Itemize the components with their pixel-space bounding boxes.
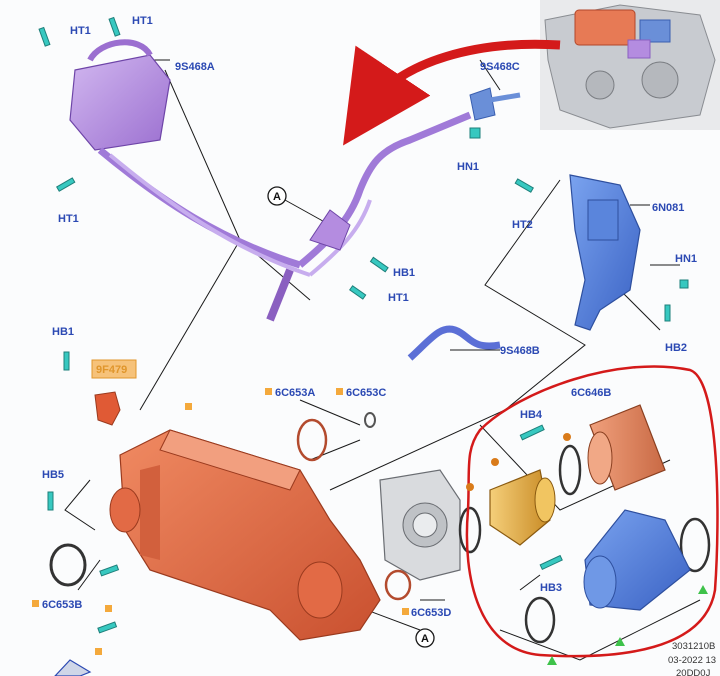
label-hb1-b: HB1 [52,326,74,338]
bracket-6n081 [569,174,641,331]
copper-sleeve-6c646b [587,404,666,491]
o-ring-left [458,506,482,554]
label-6c653c: 6C653C [346,387,386,399]
label-ht1-d: HT1 [388,292,409,304]
label-hb1-a: HB1 [393,267,415,279]
label-hb4: HB4 [520,409,543,421]
label-hb5: HB5 [42,469,64,481]
engine-inset-image [540,0,720,130]
label-ht2: HT2 [512,219,533,231]
callout-a-top: A [267,186,287,206]
location-arrow [343,39,561,146]
label-6c653b: 6C653B [42,599,82,611]
footer-code: 20DD0J [676,668,711,676]
label-9s468b: 9S468B [500,345,540,357]
label-hn1-a: HN1 [457,161,479,173]
callout-a-top-text: A [273,191,281,203]
label-9f479-box [91,359,137,379]
label-9s468a: 9S468A [175,61,215,73]
callout-a-bottom-text: A [421,633,429,645]
label-6c653a: 6C653A [275,387,315,399]
gasket-6c653b [49,543,87,587]
egr-cooler [109,429,381,641]
gold-flange [489,469,556,546]
orientation-arrow-icon [54,659,92,676]
label-ht1-a: HT1 [70,25,91,37]
label-ht1-c: HT1 [58,213,79,225]
purple-tube-assembly [69,39,521,322]
label-6c653d: 6C653D [411,607,451,619]
label-9f479: 9F479 [96,364,127,376]
footer-date: 03-2022 13 [668,655,716,666]
label-6n081: 6N081 [652,202,684,214]
throttle-body [379,469,461,581]
alignment-markers [547,585,708,665]
gasket-6c653c [364,412,376,428]
label-9s468c: 9S468C [480,61,520,73]
label-hb2: HB2 [665,342,687,354]
o-ring-mid [558,444,582,496]
o-ring-right [679,517,711,573]
label-hb3: HB3 [540,582,562,594]
label-6c646b: 6C646B [571,387,611,399]
label-ht1-b: HT1 [132,15,153,27]
hose-9s468b [407,325,501,361]
fasteners [38,16,689,634]
footer-ref: 3031210B [672,641,715,652]
gasket-6c653d [384,569,412,601]
gasket-6c653a [296,418,328,462]
sensor-9f479 [94,391,121,426]
label-hn1-b: HN1 [675,253,697,265]
callout-a-bottom: A [415,628,435,648]
highlight-outline [465,365,719,658]
o-ring-bottom [524,596,556,644]
torque-tag-squares [32,388,571,655]
blue-housing [583,509,691,611]
